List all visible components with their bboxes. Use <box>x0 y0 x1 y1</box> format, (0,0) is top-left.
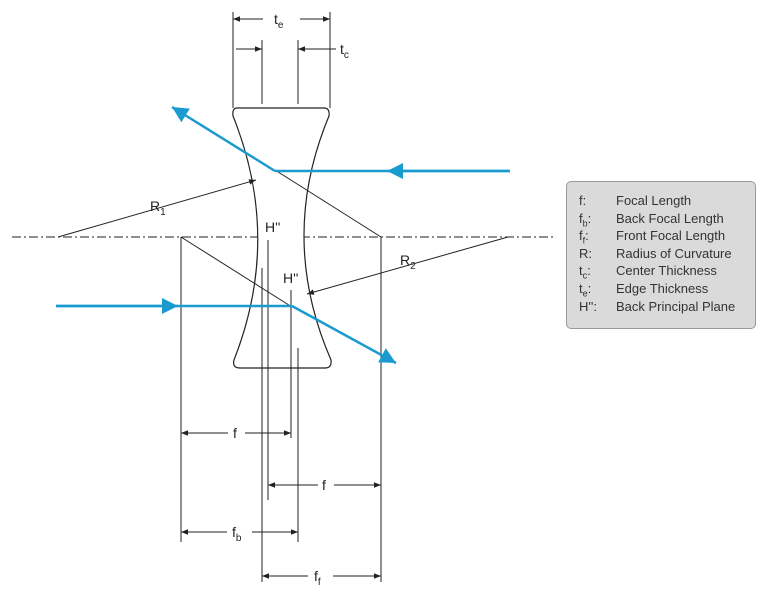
legend-item: R: Radius of Curvature <box>579 245 755 263</box>
legend-item: ff: Front Focal Length <box>579 227 755 246</box>
legend-symbol: H'': <box>579 298 597 314</box>
legend-symbol: te: <box>579 280 592 299</box>
ff-label: ff <box>314 568 321 588</box>
legend-description: Center Thickness <box>616 263 717 279</box>
legend-symbol: fb: <box>579 210 592 229</box>
te-label: te <box>274 11 284 31</box>
r2-line <box>306 236 509 295</box>
r1-line <box>57 179 257 238</box>
lower-ray <box>56 298 397 365</box>
legend-description: Back Focal Length <box>616 210 724 226</box>
construction-lines <box>180 169 382 308</box>
vertical-reference-lines <box>180 237 382 582</box>
legend-box: f: Focal Length fb: Back Focal Length ff: Fro… <box>566 181 756 329</box>
legend-description: Front Focal Length <box>616 228 726 244</box>
legend-description: Back Principal Plane <box>616 298 736 314</box>
negative-lens <box>232 107 332 369</box>
legend-item: fb: Back Focal Length <box>579 210 755 229</box>
upper-ray <box>171 105 510 179</box>
r2-label: R2 <box>400 252 416 272</box>
f-lower-label: f <box>322 477 326 493</box>
legend-symbol: R: <box>579 245 593 261</box>
legend-item: tc: Center Thickness <box>579 262 755 281</box>
tc-label: tc <box>340 41 349 61</box>
legend-symbol: tc: <box>579 263 591 281</box>
legend-item: te: Edge Thickness <box>579 280 755 299</box>
legend-symbol: f: <box>579 193 587 208</box>
r1-label: R1 <box>150 198 166 218</box>
legend-item: H'': Back Principal Plane <box>579 298 755 316</box>
legend-description: Radius of Curvature <box>616 245 732 261</box>
h-lower-label: H'' <box>283 270 298 286</box>
legend-item: f: Focal Length <box>579 192 755 210</box>
legend-description: Edge Thickness <box>616 280 709 296</box>
fb-label: fb <box>232 524 242 544</box>
h-upper-label: H'' <box>265 219 280 235</box>
legend-description: Focal Length <box>616 193 692 208</box>
f-upper-label: f <box>233 425 237 441</box>
legend-symbol: ff: <box>579 228 589 246</box>
